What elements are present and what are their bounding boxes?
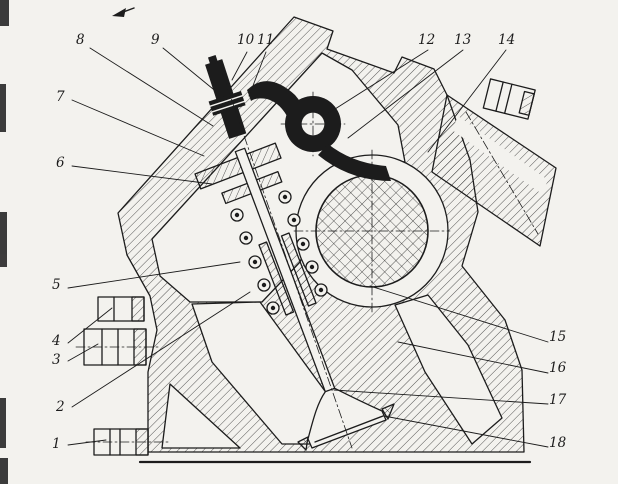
- cover-bolt: [482, 78, 536, 120]
- direction-arrow-icon: [112, 7, 135, 17]
- callout-6: 6: [56, 155, 65, 171]
- callout-3: 3: [52, 352, 61, 368]
- valve-spring: [230, 190, 328, 315]
- valve-seat-insert-right: [381, 403, 395, 420]
- callout-14: 14: [498, 32, 516, 48]
- callout-16: 16: [549, 360, 567, 376]
- rocker-arm: [247, 81, 391, 181]
- side-plug-upper: [97, 296, 145, 322]
- valve-head: [307, 387, 387, 449]
- callout-4: 4: [52, 333, 61, 349]
- callout-12: 12: [418, 32, 436, 48]
- leader-lines: [67, 47, 549, 448]
- callout-10: 10: [237, 32, 255, 48]
- callout-7: 7: [56, 89, 65, 105]
- spring-retainer: [194, 142, 282, 190]
- callout-15: 15: [549, 329, 567, 345]
- adjusting-screw: [205, 55, 247, 139]
- callout-18: 18: [549, 435, 567, 451]
- callout-11: 11: [257, 32, 275, 48]
- scan-artifacts: [0, 0, 9, 484]
- side-cover-gasket-strip: [452, 116, 548, 194]
- bottom-left-rib-window: [161, 383, 241, 449]
- valve-guide: [258, 232, 317, 316]
- callout-17: 17: [549, 392, 567, 408]
- callout-5: 5: [52, 277, 61, 293]
- callout-8: 8: [76, 32, 85, 48]
- right-port-channel: [394, 294, 503, 445]
- callout-1: 1: [52, 436, 61, 452]
- callout-13: 13: [454, 32, 472, 48]
- valve-seat-insert-left: [297, 436, 309, 451]
- callout-2: 2: [56, 399, 65, 415]
- callout-9: 9: [151, 32, 160, 48]
- valve: [234, 147, 395, 451]
